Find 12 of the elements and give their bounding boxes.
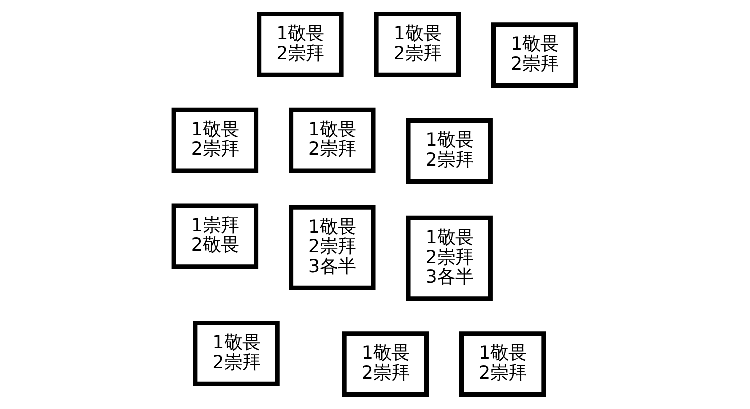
node-box: 1敬畏 2崇拜	[491, 22, 578, 88]
node-box: 1崇拜 2敬畏	[172, 204, 259, 270]
node-box: 1敬畏 2崇拜	[172, 108, 259, 174]
node-box: 1敬畏 2崇拜	[459, 332, 546, 398]
node-box: 1敬畏 2崇拜	[257, 12, 344, 78]
node-box: 1敬畏 2崇拜 3各半	[406, 216, 493, 302]
node-box: 1敬畏 2崇拜	[406, 118, 493, 184]
node-box: 1敬畏 2崇拜	[193, 320, 280, 386]
node-box: 1敬畏 2崇拜	[289, 108, 376, 174]
node-box: 1敬畏 2崇拜	[374, 12, 461, 78]
node-box: 1敬畏 2崇拜	[342, 332, 430, 398]
node-box: 1敬畏 2崇拜 3各半	[289, 205, 376, 290]
